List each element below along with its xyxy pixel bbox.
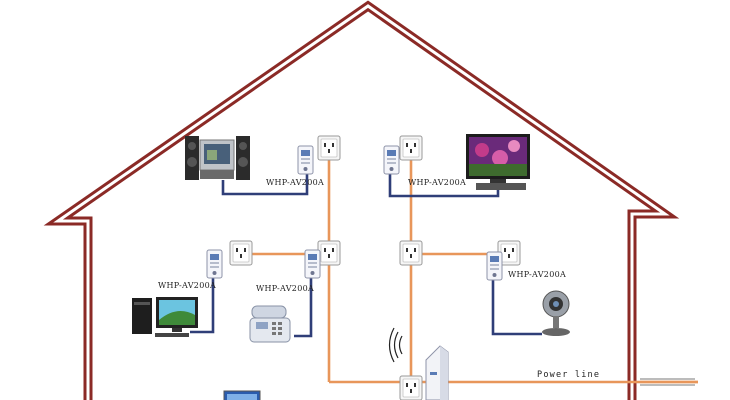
wall-socket-icon — [229, 240, 253, 266]
webcam-icon — [542, 290, 570, 336]
cable-phone — [294, 276, 313, 338]
wall-socket-icon — [317, 240, 341, 266]
adapter-label-webcam: WHP-AV200A — [508, 270, 566, 279]
powerline-adapter-icon — [206, 249, 223, 279]
adapter-label-desktop: WHP-AV200A — [158, 281, 216, 290]
telephone-icon — [249, 305, 291, 343]
adapter-label-stereo: WHP-AV200A — [266, 178, 324, 187]
cable-stereo — [221, 172, 309, 196]
power-line-label: Power line — [537, 370, 600, 380]
cable-webcam — [491, 278, 542, 336]
power-line-exit-cable — [640, 378, 695, 386]
powerline-adapter-icon — [304, 249, 321, 279]
wireless-router-icon — [425, 345, 449, 400]
power-line-network — [241, 152, 698, 384]
network-cables — [190, 172, 542, 338]
wall-socket-icon — [399, 375, 423, 400]
lcd-tv-icon — [466, 134, 530, 190]
adapter-label-phone: WHP-AV200A — [256, 284, 314, 293]
wall-socket-icon — [399, 240, 423, 266]
wall-socket-icon — [317, 135, 341, 161]
cable-desktop — [190, 276, 215, 334]
wall-socket-icon — [399, 135, 423, 161]
adapter-label-tv: WHP-AV200A — [408, 178, 466, 187]
house-outline — [43, 0, 680, 400]
powerline-adapter-icon — [383, 145, 400, 175]
cable-tv — [388, 172, 500, 198]
powerline-adapter-icon — [297, 145, 314, 175]
desktop-computer-icon — [132, 297, 198, 337]
wifi-signal-icon — [388, 327, 403, 363]
stereo-tv-icon — [185, 136, 250, 180]
powerline-adapter-icon — [486, 251, 503, 281]
laptop-icon — [223, 390, 261, 400]
